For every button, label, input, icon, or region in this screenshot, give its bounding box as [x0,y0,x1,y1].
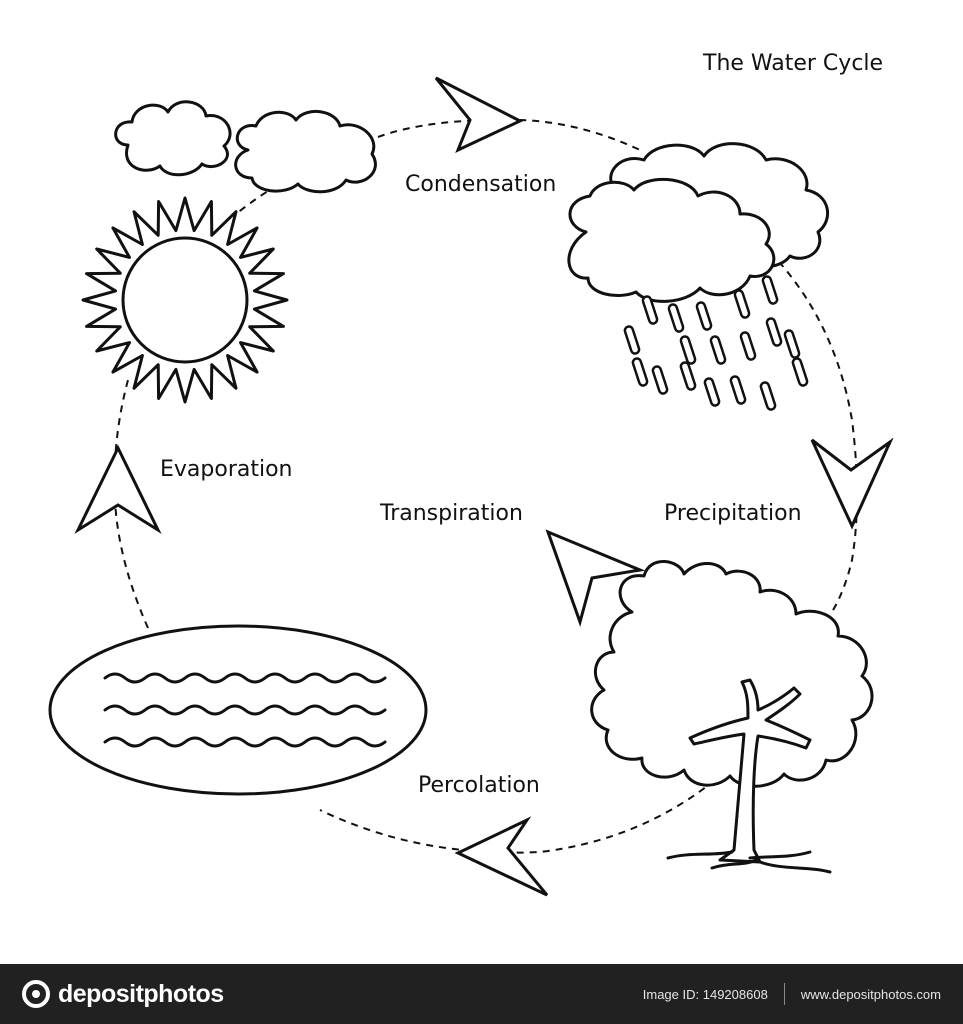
footer-divider [783,983,785,1005]
label-transpiration: Transpiration [379,501,523,526]
tree-icon [590,560,874,874]
arrow-down-icon [810,437,894,530]
cycle-path-sun-cloud [219,177,291,229]
wave-line [103,704,387,716]
medium-cloud-icon [234,110,377,194]
rain-drop [791,357,809,387]
rain-drop [679,361,697,391]
label-percolation: Percolation [418,773,540,798]
rain-drop [765,317,783,347]
arrow-right-icon [434,76,524,153]
rain-drops [623,275,809,411]
arrow-up-left-icon [545,529,646,628]
cycle-path-right [769,251,858,613]
rain-drop [733,289,751,319]
small-cloud-icon [114,100,232,177]
label-precipitation: Precipitation [664,501,802,526]
cycle-path-bottom [319,779,716,854]
arrow-up-icon [74,444,162,535]
rain-drop [695,301,713,331]
depositphotos-logo-icon [22,980,50,1008]
rain-drop [641,295,659,325]
diagram-title: The Water Cycle [702,51,883,76]
rain-drop [631,357,649,387]
water-cycle-diagram: The Water Cycle [48,51,894,897]
sun-icon [81,196,289,404]
rain-drop [709,335,727,365]
footer-logo-text[interactable]: depositphotos [58,979,224,1008]
label-condensation: Condensation [405,172,556,197]
rain-drop [623,325,641,355]
footer-image-id: Image ID: 149208608 [642,986,768,1002]
arrow-left-icon [454,816,549,897]
wave-line [103,736,387,748]
rain-drop [729,375,747,405]
rain-drop [679,335,697,365]
rain-drop [739,331,757,361]
rain-drop [759,381,777,411]
footer-url[interactable]: www.depositphotos.com [800,986,941,1002]
rain-drop [783,329,801,359]
label-evaporation: Evaporation [160,457,293,482]
lake-icon [48,624,428,796]
stock-footer-bar: depositphotos Image ID: 149208608 www.de… [0,964,963,1024]
rain-cloud-icon [567,142,829,303]
wave-line [103,672,387,684]
rain-drop [703,377,721,407]
rain-drop [761,275,779,305]
rain-drop [651,365,669,395]
rain-drop [667,303,685,333]
